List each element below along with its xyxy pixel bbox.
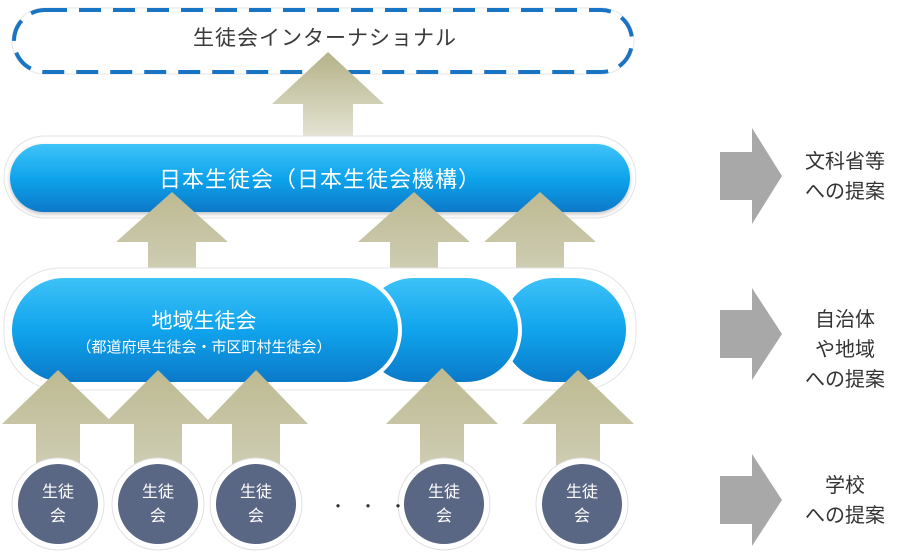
regional-bar-1 [8, 274, 402, 386]
arrow-school-4 [386, 368, 498, 470]
arrow-regional-to-national-2 [358, 192, 470, 272]
school-label-2: 生徒 会 [113, 480, 203, 528]
school-circle-5-fill [542, 464, 622, 544]
school-label-4-line1: 生徒 [427, 482, 460, 501]
school-label-2-line1: 生徒 [141, 482, 174, 501]
school-label-3-line2: 会 [247, 506, 264, 525]
regional-label: 地域生徒会 [151, 309, 257, 333]
national-label: 日本生徒会（日本生徒会機構） [158, 168, 481, 193]
school-label-4-line2: 会 [435, 506, 452, 525]
proposal-school: 学校 への提案 [780, 470, 910, 530]
school-label-3: 生徒 会 [211, 480, 301, 528]
arrow-to-international [272, 52, 384, 140]
arrow-regional-to-national-3 [484, 192, 596, 272]
school-circle-3-fill [216, 464, 296, 544]
school-circle-2-fill [118, 464, 198, 544]
proposal-arrow-national [720, 128, 782, 224]
regional-sublabel: （都道府県生徒会・市区町村生徒会） [76, 338, 332, 356]
proposal-regional-line2: や地域 [815, 337, 875, 361]
proposal-national-line2: への提案 [805, 179, 885, 203]
proposal-national-line1: 文科省等 [805, 149, 885, 173]
arrow-regional-to-national-1 [116, 192, 228, 272]
school-label-2-line2: 会 [149, 506, 166, 525]
school-label-3-line1: 生徒 [239, 482, 272, 501]
school-label-1: 生徒 会 [13, 480, 103, 528]
proposal-arrow-regional [720, 288, 782, 380]
school-circle-4-fill [404, 464, 484, 544]
arrow-school-3 [204, 370, 308, 470]
national-bar [10, 144, 630, 212]
school-circle-1-fill [18, 464, 98, 544]
ellipsis: ・・・ [330, 497, 421, 516]
proposal-national: 文科省等 への提案 [780, 146, 910, 206]
school-label-1-line1: 生徒 [41, 482, 74, 501]
proposal-regional: 自治体 や地域 への提案 [780, 304, 910, 394]
arrow-school-5 [522, 370, 634, 470]
proposal-regional-line3: への提案 [805, 367, 885, 391]
arrow-school-1 [2, 370, 114, 470]
school-label-5-line1: 生徒 [565, 482, 598, 501]
school-label-4: 生徒 会 [399, 480, 489, 528]
international-label: 生徒会インターナショナル [193, 26, 457, 50]
school-label-5-line2: 会 [573, 506, 590, 525]
school-label-1-line2: 会 [49, 506, 66, 525]
proposal-school-line1: 学校 [825, 473, 865, 497]
proposal-school-line2: への提案 [805, 503, 885, 527]
proposal-arrow-school [720, 454, 782, 546]
school-label-5: 生徒 会 [537, 480, 627, 528]
arrow-school-2 [104, 370, 212, 470]
proposal-regional-line1: 自治体 [815, 307, 875, 331]
